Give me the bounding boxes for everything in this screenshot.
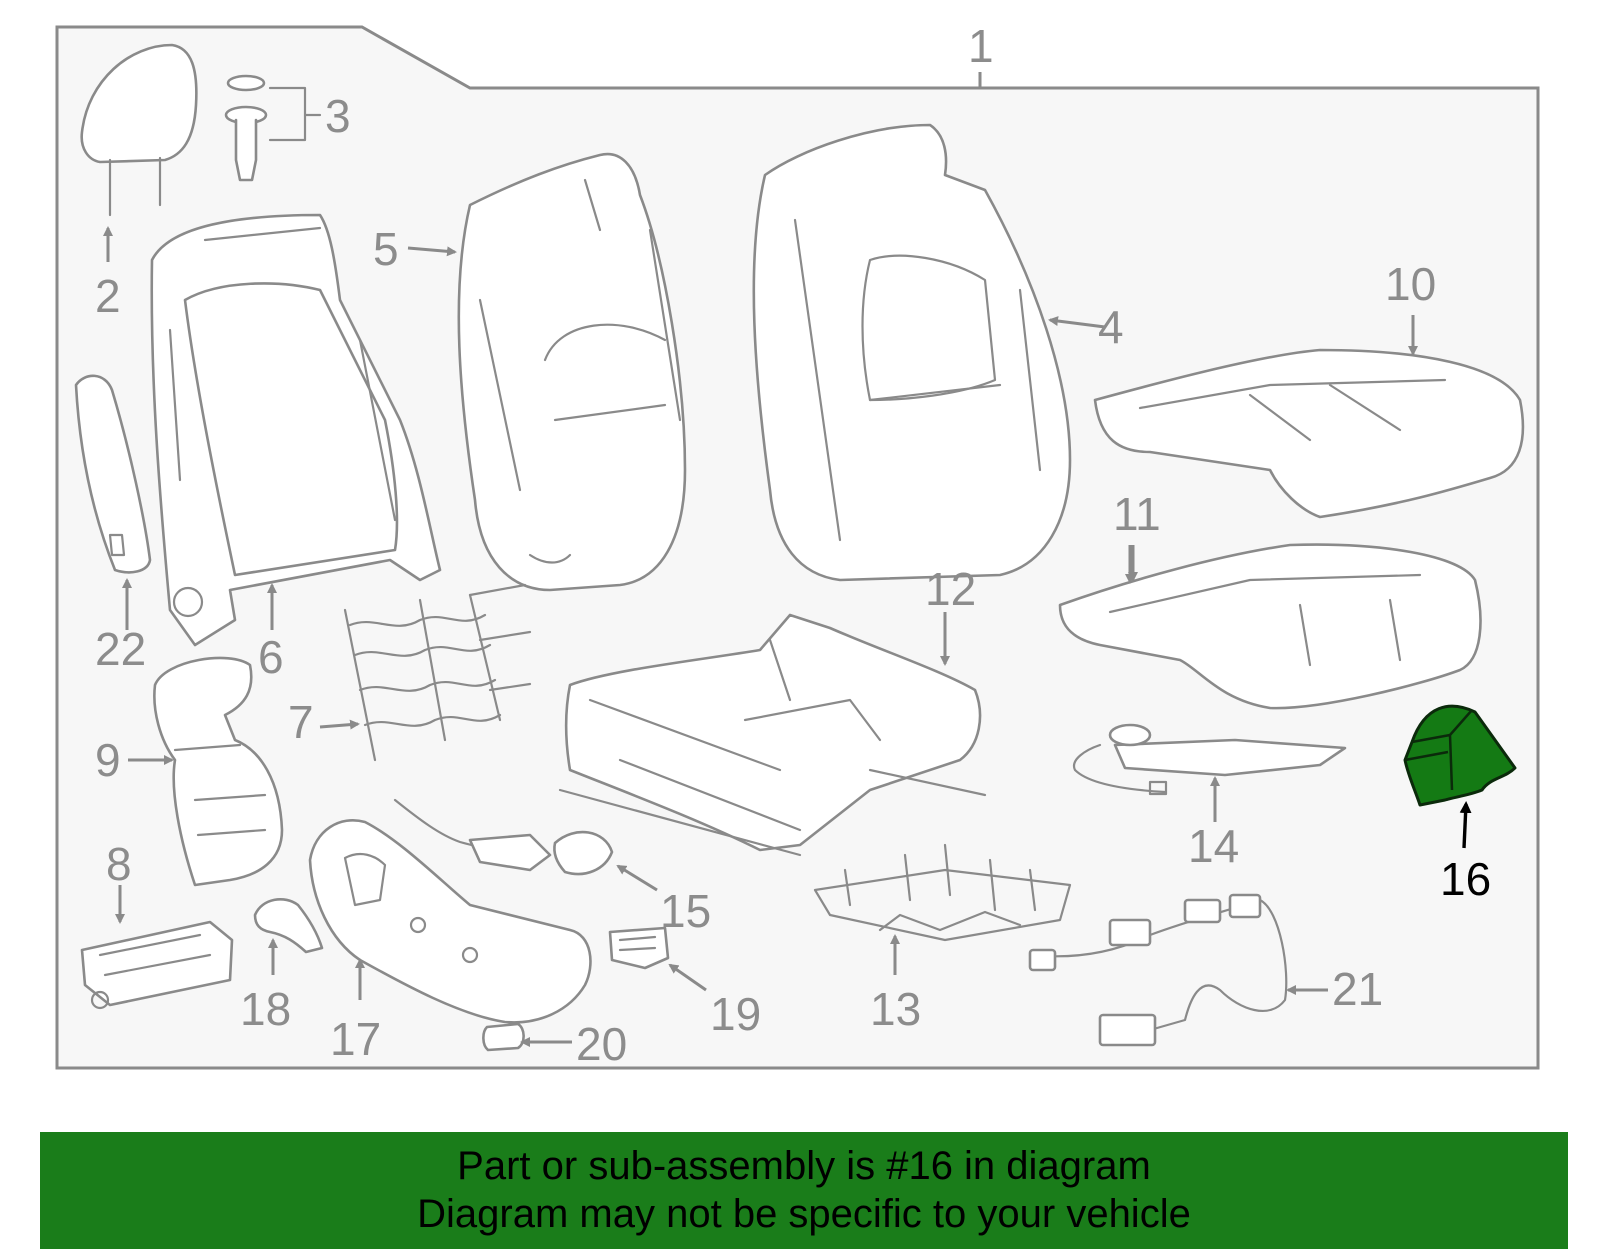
seat-switch-part[interactable]: [608, 926, 670, 970]
callout-18: 18: [240, 983, 291, 1035]
callout-1: 1: [968, 20, 994, 72]
lumbar-support-part[interactable]: [153, 656, 284, 887]
part-info-banner: Part or sub-assembly is #16 in diagram D…: [40, 1132, 1568, 1249]
callout-2: 2: [95, 270, 121, 322]
callout-22: 22: [95, 623, 146, 675]
headrest-part[interactable]: [80, 43, 198, 217]
callout-11: 11: [1113, 488, 1161, 540]
cushion-spring-part[interactable]: [813, 843, 1072, 942]
callout-13: 13: [870, 983, 921, 1035]
seat-back-pad-part[interactable]: [457, 152, 687, 592]
callout-12: 12: [925, 563, 976, 615]
seat-back-frame-part[interactable]: [150, 213, 442, 647]
part-16-highlighted[interactable]: [1403, 704, 1517, 807]
callout-5: 5: [373, 223, 399, 275]
seat-module-part[interactable]: [80, 920, 234, 1010]
side-shield-part[interactable]: [308, 819, 592, 1024]
callout-21: 21: [1332, 963, 1383, 1015]
wire-harness-part[interactable]: [1028, 893, 1288, 1047]
callout-labels: 1 2 3 4 5 6 7 8 9 10 11 12 13 14 15 16 1…: [95, 20, 1491, 1070]
seat-parts-diagram: 1 2 3 4 5 6 7 8 9 10 11 12 13 14 15 16 1…: [55, 20, 1540, 1070]
callout-3: 3: [325, 90, 351, 142]
callout-16: 16: [1440, 853, 1491, 905]
recliner-handle-part[interactable]: [253, 897, 324, 954]
callout-7: 7: [288, 696, 314, 748]
cushion-pad-part[interactable]: [1058, 543, 1482, 710]
seat-back-cover-part[interactable]: [752, 123, 1072, 582]
banner-line-1: Part or sub-assembly is #16 in diagram: [457, 1144, 1151, 1188]
cushion-cover-part[interactable]: [1093, 348, 1525, 519]
leader-lines: [103, 72, 1472, 1047]
occupant-sensor-part[interactable]: [1072, 723, 1347, 796]
spring-mat-part[interactable]: [343, 583, 532, 762]
callout-14: 14: [1188, 820, 1239, 872]
callout-9: 9: [95, 734, 121, 786]
side-trim-part[interactable]: [74, 374, 152, 574]
callout-20: 20: [576, 1018, 627, 1070]
seat-adjuster-part[interactable]: [558, 613, 987, 857]
switch-knob-part[interactable]: [482, 1022, 525, 1052]
callout-19: 19: [710, 988, 761, 1040]
callout-6: 6: [258, 631, 284, 683]
callout-10: 10: [1385, 258, 1436, 310]
callout-15: 15: [660, 885, 711, 937]
callout-4: 4: [1098, 301, 1124, 353]
callout-17: 17: [330, 1013, 381, 1065]
guide-clips-part[interactable]: [224, 74, 322, 182]
banner-line-2: Diagram may not be specific to your vehi…: [417, 1192, 1191, 1236]
callout-8: 8: [106, 838, 132, 890]
recliner-cable-part[interactable]: [393, 798, 614, 876]
